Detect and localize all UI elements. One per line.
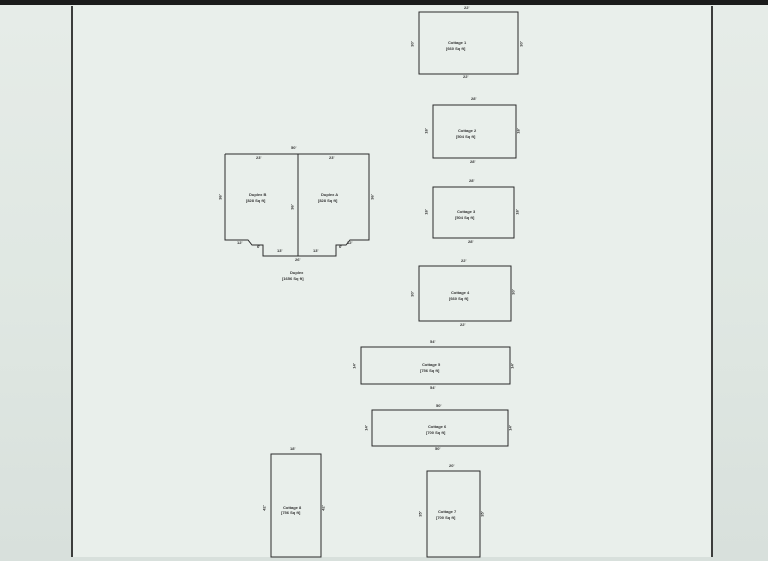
cottage-1-bottom-dim: 22' bbox=[463, 74, 469, 79]
cottage-4-name: Cottage 4 bbox=[451, 290, 470, 295]
duplex-bottom-dim: 26' bbox=[295, 257, 301, 262]
duplex-step-left-dim: 12' bbox=[237, 240, 243, 245]
duplex-inner-left-dim: 13' bbox=[277, 248, 283, 253]
duplex-step-right-dim: 12' bbox=[347, 240, 353, 245]
cottage-7-area: [700 Sq ft] bbox=[436, 515, 456, 520]
cottage-1-area: [660 Sq ft] bbox=[446, 46, 466, 51]
cottage-7-left-dim: 35' bbox=[417, 511, 423, 517]
duplex-b-area: [828 Sq ft] bbox=[246, 198, 266, 203]
cottage-5-top-dim: 54' bbox=[430, 339, 436, 344]
cottage-6-top-dim: 50' bbox=[436, 403, 442, 408]
cottage-8-top-dim: 18' bbox=[290, 446, 296, 451]
cottage-3-bottom-dim: 28' bbox=[468, 239, 474, 244]
duplex-b-name: Duplex B bbox=[249, 192, 267, 197]
cottage-4-area: [660 Sq ft] bbox=[449, 296, 469, 301]
cottage-3-left-dim: 18' bbox=[423, 209, 429, 215]
cottage-1-outline bbox=[418, 11, 519, 75]
cottage-2-top-dim: 28' bbox=[471, 96, 477, 101]
duplex-middle-dim: 36' bbox=[289, 204, 295, 210]
cottage-8-left-dim: 42' bbox=[261, 505, 267, 511]
duplex-notch-right-dim: 6' bbox=[339, 244, 343, 249]
cottage-2-outline bbox=[432, 104, 517, 159]
cottage-3-top-dim: 28' bbox=[469, 178, 475, 183]
duplex-area: [1656 Sq ft] bbox=[282, 276, 304, 281]
duplex-outline bbox=[224, 153, 370, 257]
cottage-4-left-dim: 30' bbox=[409, 291, 415, 297]
cottage-3-outline bbox=[432, 186, 515, 239]
cottage-6-right-dim: 14' bbox=[507, 425, 513, 431]
cottage-4-outline bbox=[418, 265, 512, 322]
monitor-bezel-top bbox=[0, 0, 768, 6]
cottage-3-right-dim: 18' bbox=[514, 209, 520, 215]
document-page bbox=[72, 6, 712, 557]
page-left-edge bbox=[71, 6, 73, 557]
cottage-8-name: Cottage 8 bbox=[283, 505, 302, 510]
cottage-7-right-dim: 35' bbox=[479, 511, 485, 517]
cottage-5-bottom-dim: 54' bbox=[430, 385, 436, 390]
cottage-5-name: Cottage 5 bbox=[422, 362, 441, 367]
duplex-a-name: Duplex A bbox=[321, 192, 339, 197]
cottage-6-bottom-dim: 50' bbox=[435, 446, 441, 451]
duplex-right-dim: 36' bbox=[369, 194, 375, 200]
cottage-2-area: [504 Sq ft] bbox=[456, 134, 476, 139]
cottage-3-area: [504 Sq ft] bbox=[455, 215, 475, 220]
cottage-7-top-dim: 20' bbox=[449, 463, 455, 468]
cottage-6-outline bbox=[371, 409, 509, 447]
cottage-6-name: Cottage 6 bbox=[428, 424, 447, 429]
cottage-7-outline bbox=[426, 470, 481, 558]
cottage-5-right-dim: 14' bbox=[509, 363, 515, 369]
cottage-1-top-dim: 22' bbox=[464, 5, 470, 10]
duplex-a-area: [828 Sq ft] bbox=[318, 198, 338, 203]
duplex-left-dim: 36' bbox=[217, 194, 223, 200]
duplex-top-dim: 50' bbox=[291, 145, 297, 150]
duplex-notch-left-dim: 6' bbox=[257, 244, 261, 249]
cottage-5-area: [756 Sq ft] bbox=[420, 368, 440, 373]
cottage-5-left-dim: 14' bbox=[351, 363, 357, 369]
page-right-edge bbox=[711, 6, 713, 557]
duplex-top-left-dim: 23' bbox=[256, 155, 262, 160]
cottage-4-right-dim: 30' bbox=[510, 289, 516, 295]
duplex-top-right-dim: 23' bbox=[329, 155, 335, 160]
cottage-8-right-dim: 42' bbox=[320, 505, 326, 511]
cottage-1-right-dim: 30' bbox=[518, 41, 524, 47]
cottage-8-outline bbox=[270, 453, 322, 558]
cottage-7-name: Cottage 7 bbox=[438, 509, 457, 514]
cottage-8-area: [756 Sq ft] bbox=[281, 510, 301, 515]
cottage-5-outline bbox=[360, 346, 511, 385]
cottage-4-top-dim: 22' bbox=[461, 258, 467, 263]
cottage-2-name: Cottage 2 bbox=[458, 128, 477, 133]
cottage-6-left-dim: 14' bbox=[363, 425, 369, 431]
cottage-2-left-dim: 18' bbox=[423, 128, 429, 134]
cottage-6-area: [700 Sq ft] bbox=[426, 430, 446, 435]
cottage-2-right-dim: 18' bbox=[515, 128, 521, 134]
cottage-4-bottom-dim: 22' bbox=[460, 322, 466, 327]
cottage-2-bottom-dim: 28' bbox=[470, 159, 476, 164]
cottage-3-name: Cottage 3 bbox=[457, 209, 476, 214]
cottage-1-left-dim: 30' bbox=[409, 41, 415, 47]
duplex-name: Duplex bbox=[290, 270, 304, 275]
cottage-1-name: Cottage 1 bbox=[448, 40, 467, 45]
duplex-inner-right-dim: 13' bbox=[313, 248, 319, 253]
